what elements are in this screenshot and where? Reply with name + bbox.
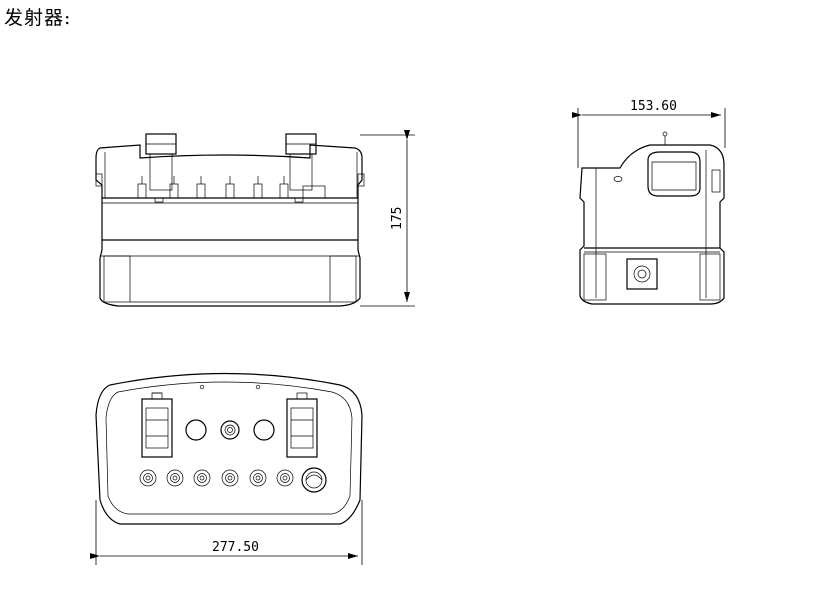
right-joystick-top — [286, 392, 318, 458]
width-dimension: 277.50 — [90, 500, 363, 565]
left-joystick-top — [141, 392, 173, 458]
page-title: 发射器: — [4, 7, 72, 29]
depth-label: 153.60 — [630, 99, 677, 114]
top-view — [95, 372, 363, 525]
side-view — [579, 131, 725, 305]
front-view — [95, 133, 365, 307]
height-dimension: 175 — [360, 130, 415, 307]
depth-dimension: 153.60 — [572, 99, 726, 168]
height-label: 175 — [390, 207, 405, 230]
width-label: 277.50 — [212, 540, 259, 555]
